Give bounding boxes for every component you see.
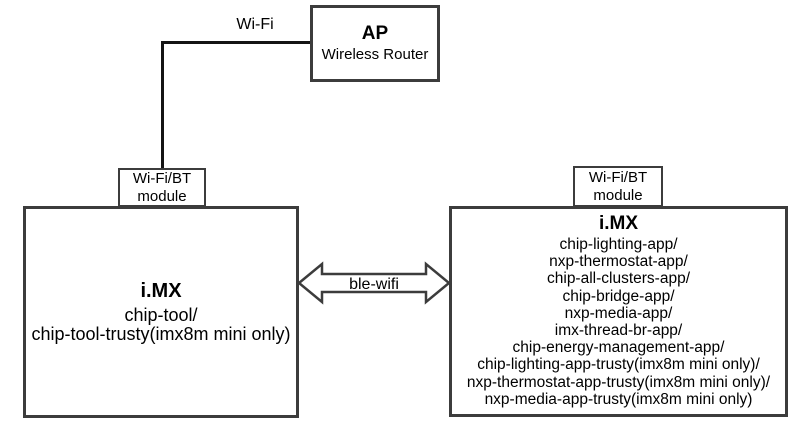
right-imx-app-line: nxp-thermostat-app-trusty(imx8m mini onl… (466, 373, 771, 391)
right-imx-app-line: imx-thread-br-app/ (554, 322, 683, 340)
left-imx-app-line: chip-tool/ (124, 305, 198, 325)
double-arrow-shape (297, 261, 451, 305)
left-imx-box: i.MX chip-tool/ chip-tool-trusty(imx8m m… (23, 206, 299, 418)
right-module-label-line1: Wi-Fi/BT (588, 169, 648, 186)
right-imx-app-line: chip-all-clusters-app/ (547, 270, 690, 288)
right-imx-title: i.MX (598, 213, 639, 234)
right-imx-app-line: chip-energy-management-app/ (512, 339, 725, 357)
wifi-connector-horizontal-line (162, 41, 311, 44)
right-imx-app-line: chip-lighting-app-trusty(imx8m mini only… (477, 356, 760, 374)
left-module-label-line2: module (137, 187, 187, 205)
left-wifi-bt-module-box: Wi-Fi/BT module (118, 168, 206, 207)
right-imx-app-line: nxp-thermostat-app/ (549, 253, 688, 271)
right-imx-app-line: nxp-media-app/ (564, 304, 673, 322)
ble-wifi-double-arrow (297, 261, 451, 305)
right-imx-app-line: nxp-media-app-trusty(imx8m mini only) (484, 390, 753, 408)
right-module-label-line2: module (593, 186, 643, 204)
ap-box-subtitle: Wireless Router (321, 46, 429, 63)
wifi-link-label: Wi-Fi (236, 16, 274, 33)
ap-wireless-router-box: AP Wireless Router (310, 5, 440, 82)
right-imx-app-line: chip-bridge-app/ (562, 287, 675, 305)
ap-box-title: AP (361, 23, 389, 44)
wifi-connector-vertical-line (161, 41, 164, 170)
right-wifi-bt-module-box: Wi-Fi/BT module (573, 166, 663, 207)
left-imx-title: i.MX (140, 280, 182, 302)
right-imx-box: i.MX chip-lighting-app/ nxp-thermostat-a… (449, 206, 788, 417)
left-imx-app-line: chip-tool-trusty(imx8m mini only) (31, 324, 291, 344)
ble-wifi-link-label: ble-wifi (349, 276, 399, 293)
right-imx-app-line: chip-lighting-app/ (559, 236, 678, 253)
left-module-label-line1: Wi-Fi/BT (132, 170, 192, 187)
